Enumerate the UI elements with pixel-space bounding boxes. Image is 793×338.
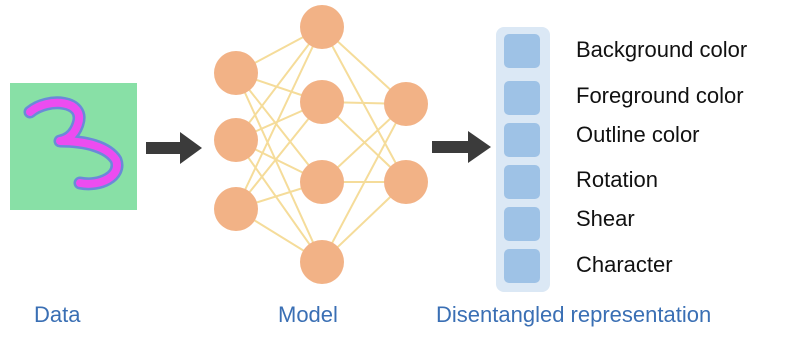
digit-glyph [26, 98, 121, 188]
network-connections [235, 26, 407, 263]
hidden-neuron [300, 5, 344, 49]
representation-cell [504, 123, 540, 157]
representation-vector [496, 27, 550, 292]
feature-label-character: Character [576, 252, 673, 277]
feature-label-background-color: Background color [576, 37, 748, 62]
representation-cell [504, 207, 540, 241]
representation-section-label: Disentangled representation [436, 302, 712, 327]
connection-line [235, 101, 323, 210]
output-neuron [384, 82, 428, 126]
neural-network [214, 5, 428, 284]
model-section-label: Model [278, 302, 338, 327]
connection-line [235, 139, 323, 263]
feature-label-foreground-color: Foreground color [576, 83, 744, 108]
connection-line [321, 103, 407, 263]
output-neuron [384, 160, 428, 204]
input-neuron [214, 187, 258, 231]
hidden-neuron [300, 160, 344, 204]
connection-line [235, 72, 323, 183]
connection-line [235, 72, 323, 263]
representation-cell [504, 165, 540, 199]
hidden-neuron [300, 240, 344, 284]
connection-line [235, 26, 323, 210]
feature-label-outline-color: Outline color [576, 122, 700, 147]
feature-label-rotation: Rotation [576, 167, 658, 192]
connection-line [235, 26, 323, 141]
connection-line [321, 26, 407, 183]
data-section-label: Data [34, 302, 81, 327]
arrow-model-to-representation-icon [432, 131, 491, 163]
representation-cell [504, 249, 540, 283]
hidden-neuron [300, 80, 344, 124]
input-neuron [214, 51, 258, 95]
representation-cells [504, 34, 540, 283]
arrow-data-to-model-icon [146, 132, 202, 164]
network-neurons [214, 5, 428, 284]
data-image [10, 83, 137, 210]
representation-cell [504, 34, 540, 68]
feature-label-shear: Shear [576, 206, 635, 231]
representation-cell [504, 81, 540, 115]
input-neuron [214, 118, 258, 162]
